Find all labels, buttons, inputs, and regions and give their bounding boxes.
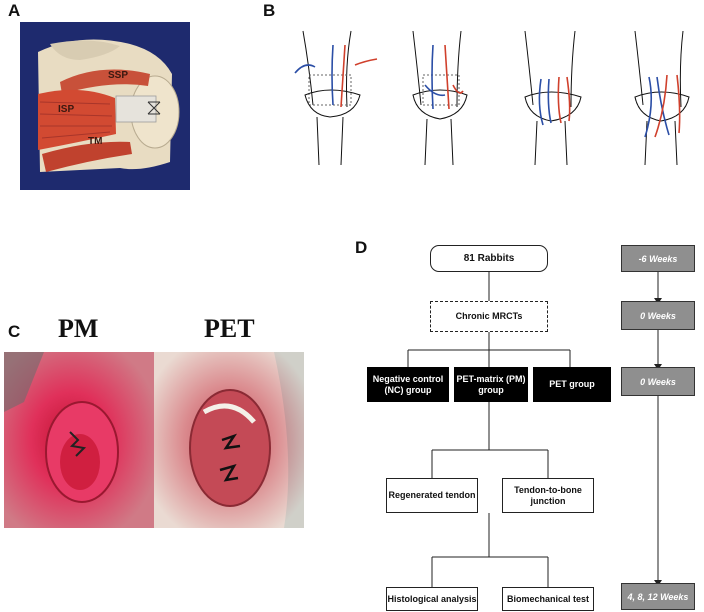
surgical-photos: [4, 352, 304, 528]
box-nc-group: Negative control (NC) group: [367, 367, 449, 402]
photo-pm: [4, 352, 154, 528]
suture-technique-drawings: [294, 30, 690, 166]
box-pm-group: PET-matrix (PM) group: [454, 367, 528, 402]
label-ssp: SSP: [108, 70, 128, 81]
suture-drawing-2: [412, 30, 468, 166]
panel-b-letter: B: [263, 1, 276, 20]
timeline-4-8-12-weeks: 4, 8, 12 Weeks: [621, 583, 695, 610]
panel-a-letter: A: [8, 1, 21, 20]
suture-drawing-4: [634, 30, 690, 166]
box-biomechanical-test: Biomechanical test: [502, 587, 594, 611]
timeline-minus-6-weeks: -6 Weeks: [621, 245, 695, 272]
timeline-0-weeks-first: 0 Weeks: [621, 301, 695, 330]
photo-pet: [154, 352, 304, 528]
flowchart-connectors: [407, 272, 662, 587]
suture-drawing-3: [524, 30, 582, 166]
panel-d-letter: D: [355, 238, 368, 257]
label-tm: TM: [88, 136, 102, 147]
box-regenerated-tendon: Regenerated tendon: [386, 478, 478, 513]
timeline-0-weeks-second: 0 Weeks: [621, 367, 695, 396]
box-histological-analysis: Histological analysis: [386, 587, 478, 611]
box-chronic-mrcts: Chronic MRCTs: [430, 301, 548, 332]
panel-c-letter: C: [8, 322, 21, 341]
suture-drawing-1: [294, 30, 378, 166]
box-81-rabbits: 81 Rabbits: [430, 245, 548, 272]
shoulder-anatomy-illustration: SSP ISP TM: [20, 22, 190, 190]
box-tendon-bone-junction: Tendon-to-bone junction: [502, 478, 594, 513]
photo-title-pm: PM: [58, 314, 99, 343]
box-pet-group: PET group: [533, 367, 611, 402]
label-isp: ISP: [58, 104, 74, 115]
photo-title-pet: PET: [204, 314, 255, 343]
